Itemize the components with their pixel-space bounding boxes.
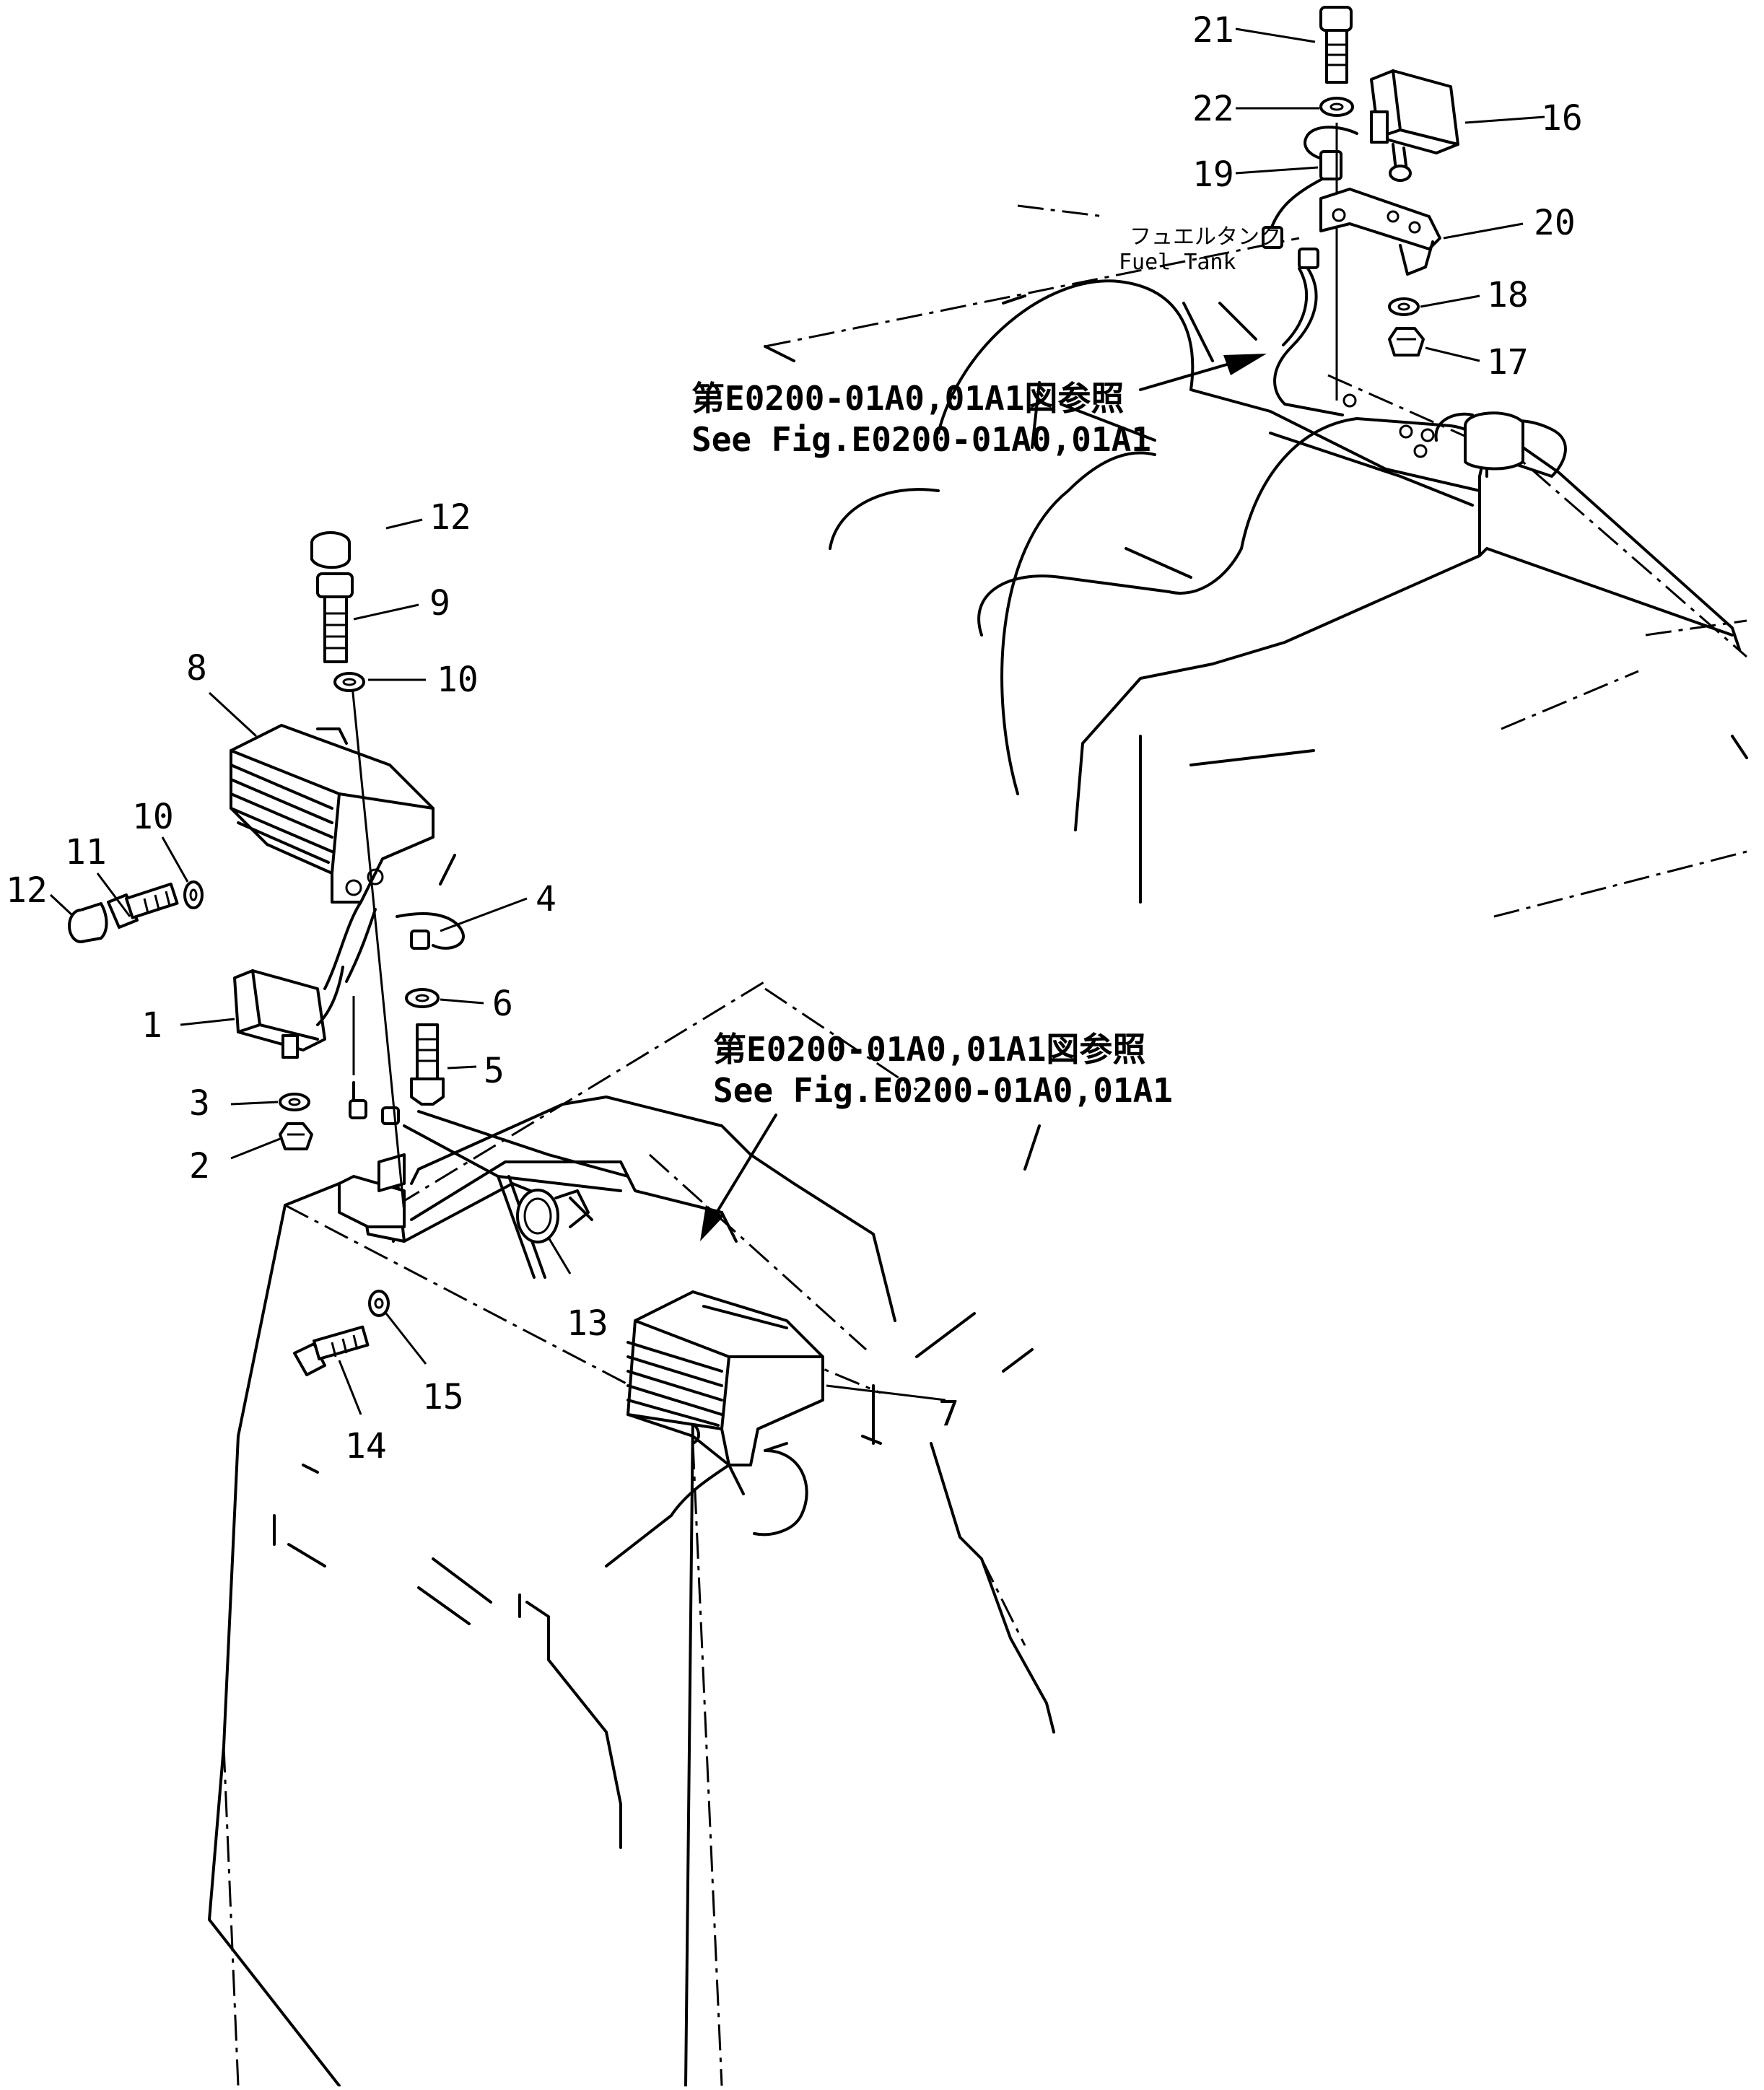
washer-22: [1319, 97, 1354, 117]
label-22: 22: [1192, 89, 1234, 129]
label-16: 16: [1541, 98, 1583, 139]
label-19: 19: [1192, 154, 1234, 195]
washer-3: [279, 1093, 310, 1111]
bolt-14: [293, 1325, 370, 1376]
fuel-tank-assembly: [764, 6, 1748, 918]
label-4: 4: [536, 879, 556, 919]
ref-mid-en: See Fig.E0200-01A0,01A1: [713, 1071, 1173, 1110]
label-8: 8: [186, 648, 207, 688]
horn-13: [516, 1189, 593, 1243]
bolt-21: [1319, 6, 1353, 84]
label-13: 13: [567, 1303, 608, 1344]
washer-10-top: [333, 672, 365, 692]
label-17: 17: [1487, 342, 1529, 382]
label-2: 2: [189, 1146, 210, 1186]
bolt-9: [316, 572, 354, 663]
bracket-20: [1319, 188, 1441, 276]
label-10-top: 10: [437, 660, 479, 700]
label-6: 6: [492, 984, 513, 1024]
plug-12-side: [68, 902, 108, 943]
label-20: 20: [1534, 203, 1576, 243]
label-10-side: 10: [132, 797, 174, 837]
label-14: 14: [345, 1426, 387, 1466]
ref-top-jp: 第E0200-01A0,01A1図参照: [691, 379, 1124, 418]
bolt-5: [410, 1023, 445, 1106]
arrow-head-mid-ref: [700, 1205, 724, 1241]
label-21: 21: [1192, 10, 1234, 51]
fuel-tank-label-jp: フュエルタンク: [1130, 224, 1281, 250]
plug-12-top: [310, 531, 351, 569]
work-lamp-1: [233, 966, 344, 1059]
harness-4: [323, 901, 465, 1125]
work-lamp-7: [626, 1290, 824, 1466]
washer-10-side: [183, 880, 204, 909]
label-12-side: 12: [6, 870, 48, 911]
label-12-top: 12: [429, 497, 471, 538]
nut-17: [1388, 327, 1425, 357]
fuel-tank-label-en: Fuel Tank: [1119, 250, 1236, 275]
label-15: 15: [422, 1377, 464, 1417]
label-11: 11: [65, 832, 107, 873]
washer-18: [1388, 297, 1420, 316]
cab-assembly: [68, 531, 1055, 2087]
label-18: 18: [1487, 275, 1529, 315]
work-lamp-8: [230, 724, 456, 904]
label-3: 3: [189, 1083, 210, 1124]
label-9: 9: [429, 583, 450, 624]
label-1: 1: [141, 1005, 162, 1046]
nut-2: [279, 1122, 313, 1150]
harness-19: [1262, 126, 1358, 416]
washer-6: [405, 988, 440, 1008]
arrow-head-top-ref: [1223, 354, 1267, 375]
ref-mid-jp: 第E0200-01A0,01A1図参照: [713, 1030, 1145, 1069]
bolt-11: [107, 882, 179, 929]
work-lamp-16: [1370, 69, 1459, 182]
label-5: 5: [484, 1051, 505, 1091]
ref-top-en: See Fig.E0200-01A0,01A1: [691, 420, 1151, 459]
washer-15: [368, 1290, 390, 1317]
label-7: 7: [938, 1394, 959, 1434]
